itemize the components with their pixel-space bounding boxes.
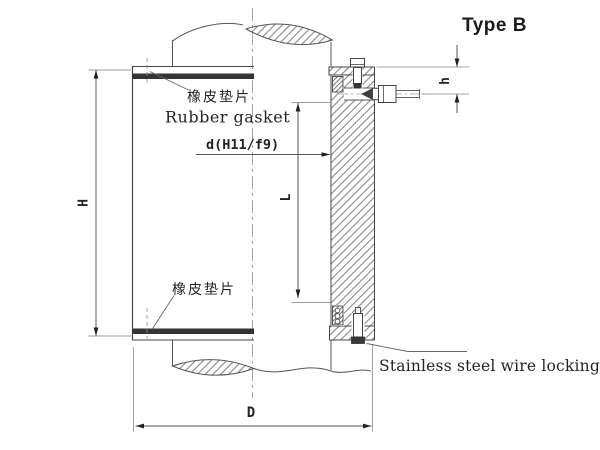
gasket-bottom-leader xyxy=(151,295,175,330)
wire-locking-leader xyxy=(366,343,467,352)
callout-leaders xyxy=(149,71,467,352)
dimension-H: H xyxy=(77,69,131,337)
dim-label-L: L xyxy=(279,193,294,201)
wire-locking-label: Stainless steel wire locking xyxy=(379,357,600,375)
dimension-D: D xyxy=(133,344,373,432)
wire-section-3 xyxy=(334,318,341,325)
coupling-flange-section xyxy=(328,66,375,341)
dimension-h: h xyxy=(376,45,469,113)
coupling-body-left xyxy=(131,58,254,341)
type-b-label: Type B xyxy=(462,15,527,36)
wire-locking-bolt xyxy=(351,307,365,344)
wire-section-1 xyxy=(334,307,341,314)
gasket-top-label-cn: 橡皮垫片 xyxy=(187,90,251,106)
dimension-L: L xyxy=(279,102,331,303)
gasket-bottom-label-cn: 橡皮垫片 xyxy=(172,282,236,298)
dimension-d-leader: d(H11/f9) xyxy=(196,137,331,157)
fitting-hex xyxy=(378,85,397,103)
gasket-top-leader xyxy=(149,71,189,91)
dim-label-h: h xyxy=(438,77,453,85)
pipe-bottom-break xyxy=(171,340,372,376)
dim-label-H: H xyxy=(77,199,92,207)
gasket-top-label-en: Rubber gasket xyxy=(165,108,290,127)
fitting-cone xyxy=(361,88,373,100)
pipe-top-break xyxy=(172,22,334,67)
rubber-gasket-top-section xyxy=(332,76,344,93)
wire-section-2 xyxy=(334,313,341,319)
rubber-gasket-bottom-band xyxy=(132,328,254,334)
grease-fitting xyxy=(338,85,428,103)
rubber-gasket-top-band xyxy=(132,73,254,79)
dim-label-d: d(H11/f9) xyxy=(206,137,279,153)
top-bolt xyxy=(350,58,365,89)
dim-label-D: D xyxy=(247,405,255,421)
